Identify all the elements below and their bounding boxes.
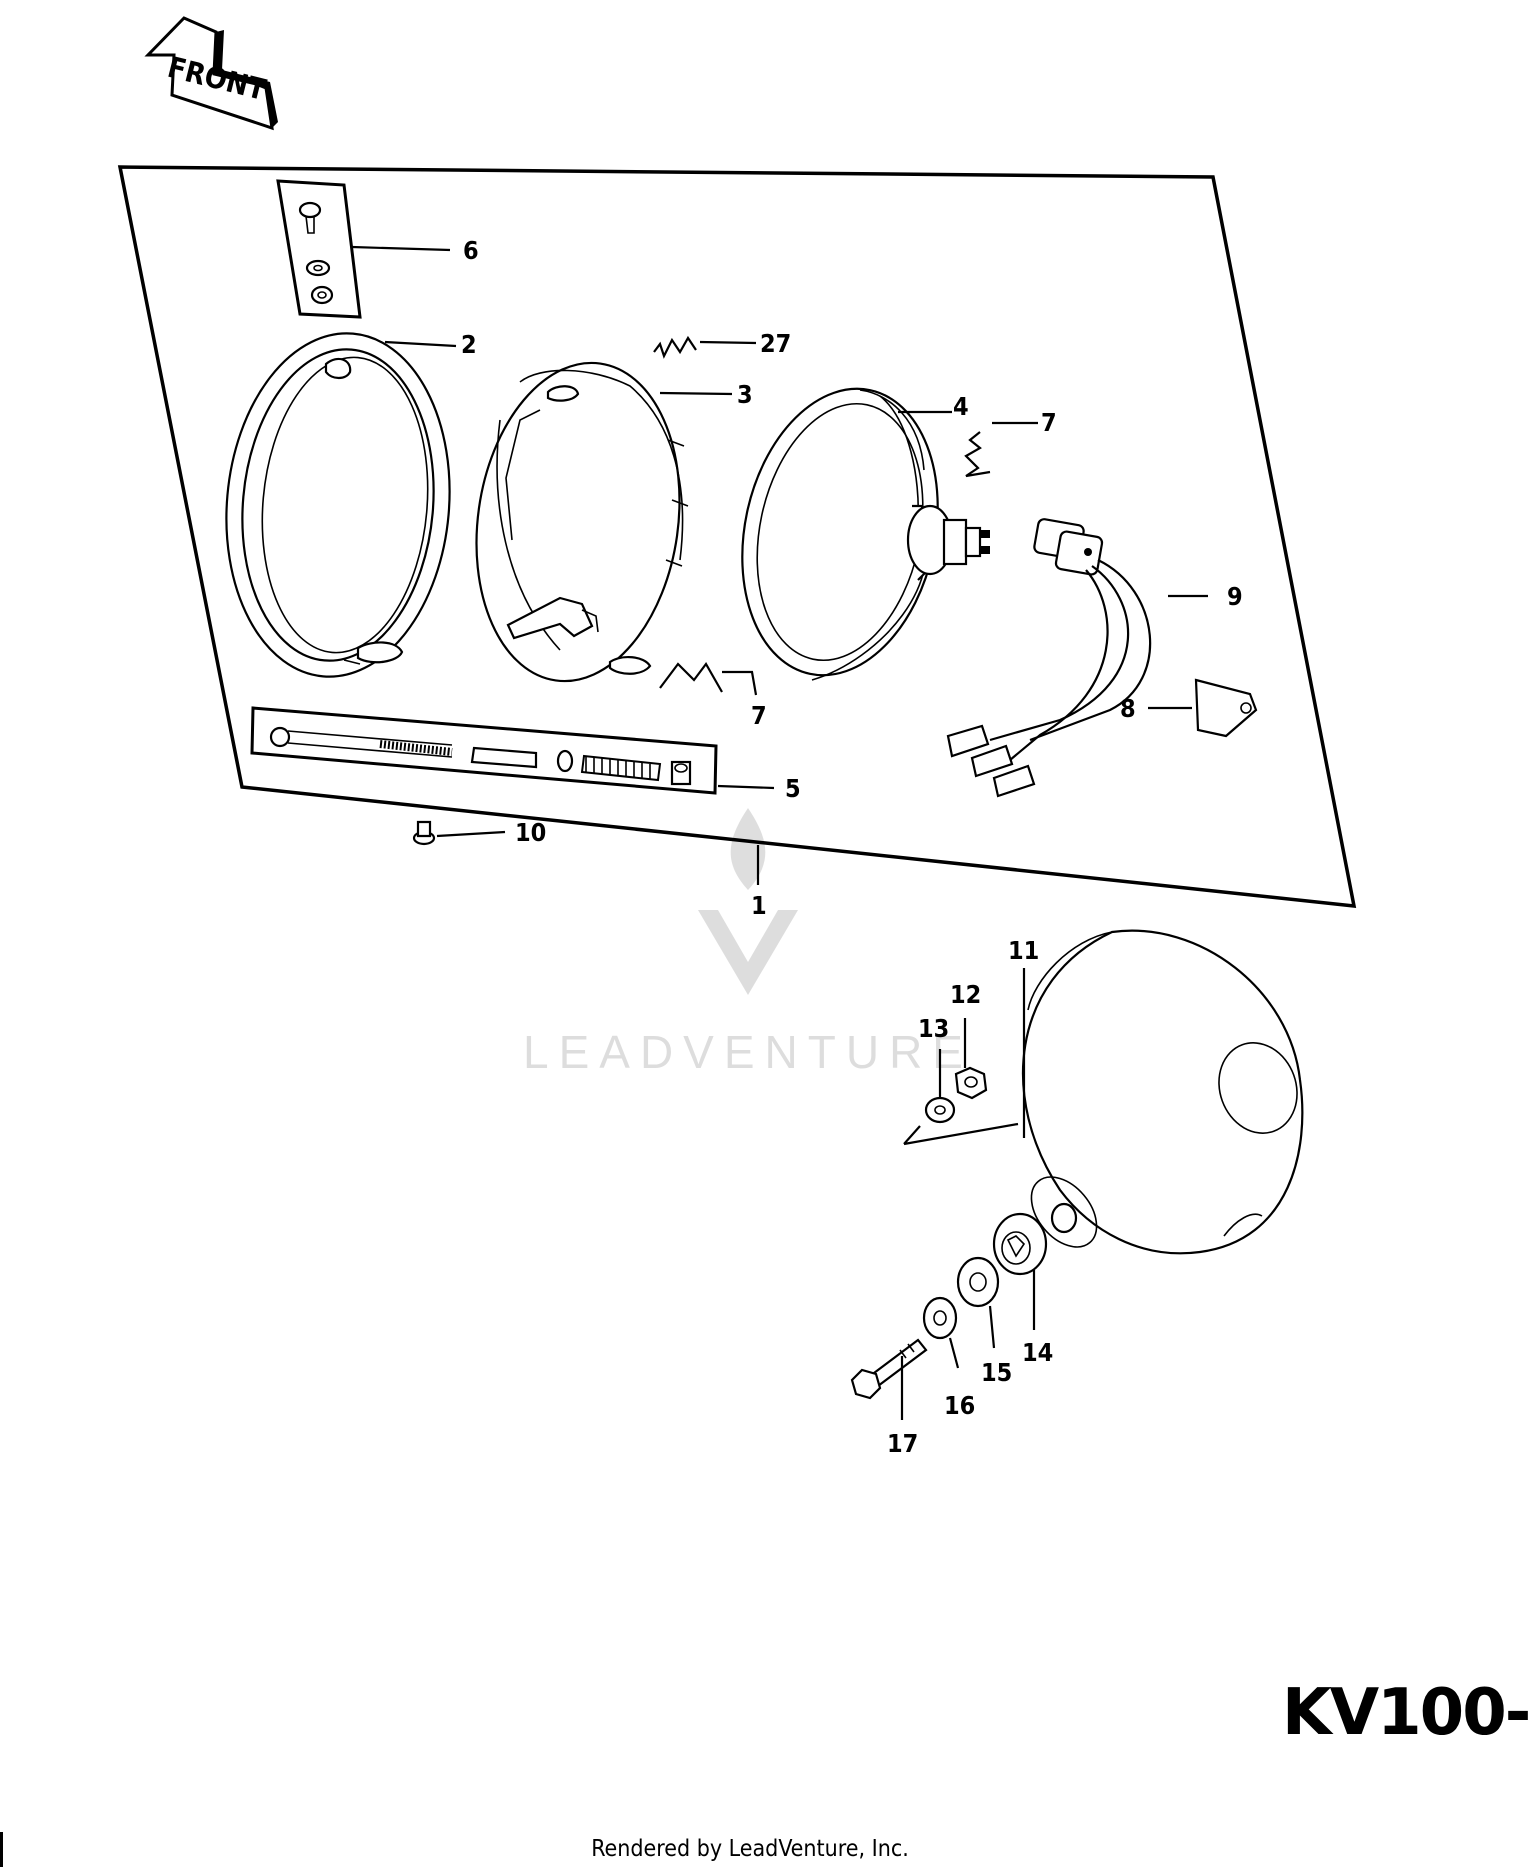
leader-lines (351, 245, 1208, 1420)
mounting-ring (475, 361, 689, 683)
callout-27: 27 (760, 329, 791, 358)
washer-13 (924, 1096, 956, 1124)
watermark-text: LEADVENTURE (523, 1026, 973, 1078)
edge-mark (0, 1832, 3, 1867)
callout-10: 10 (515, 818, 546, 847)
callout-1: 1 (751, 891, 767, 920)
leadventure-watermark: LEADVENTURE (523, 808, 973, 1078)
callout-14: 14 (1022, 1338, 1053, 1367)
bolt-17 (850, 1338, 928, 1400)
washer-16 (922, 1296, 958, 1340)
callout-16: 16 (944, 1391, 975, 1420)
footer-credit: Rendered by LeadVenture, Inc. (591, 1836, 909, 1862)
callout-8: 8 (1120, 694, 1136, 723)
triangle-cover (1194, 678, 1258, 738)
callout-6: 6 (463, 236, 479, 265)
front-direction-arrow: FRONT (144, 16, 278, 131)
screw-10 (412, 820, 436, 846)
spring-clip-7a (964, 431, 991, 478)
callout-9: 9 (1227, 582, 1243, 611)
screw-nut-set (276, 179, 362, 319)
model-code: KV100- (1282, 1676, 1529, 1750)
callout-11: 11 (1008, 936, 1039, 965)
sealed-beam-unit (741, 387, 990, 681)
callout-4: 4 (953, 392, 969, 421)
kit-panel (117, 165, 1357, 908)
socket-wiring-harness (946, 518, 1152, 798)
callout-13: 13 (918, 1014, 949, 1043)
headlight-rim (225, 332, 451, 678)
callout-labels: 6 2 27 3 4 7 9 7 8 5 10 1 11 12 13 14 15… (461, 236, 1243, 1458)
callout-7-lower: 7 (751, 701, 767, 730)
headlight-body (1021, 929, 1304, 1255)
grommet-14 (992, 1212, 1048, 1276)
spring-clip-27 (653, 335, 697, 359)
callout-2: 2 (461, 330, 477, 359)
spacer-15 (956, 1256, 1000, 1308)
callout-12: 12 (950, 980, 981, 1009)
adjusting-screw-set (250, 706, 718, 795)
callout-7-upper: 7 (1041, 408, 1057, 437)
spring-clip-7b (659, 662, 723, 693)
hex-nut-12 (954, 1066, 988, 1100)
callout-5: 5 (785, 774, 801, 803)
callout-3: 3 (737, 380, 753, 409)
callout-17: 17 (887, 1429, 918, 1458)
callout-15: 15 (981, 1358, 1012, 1387)
